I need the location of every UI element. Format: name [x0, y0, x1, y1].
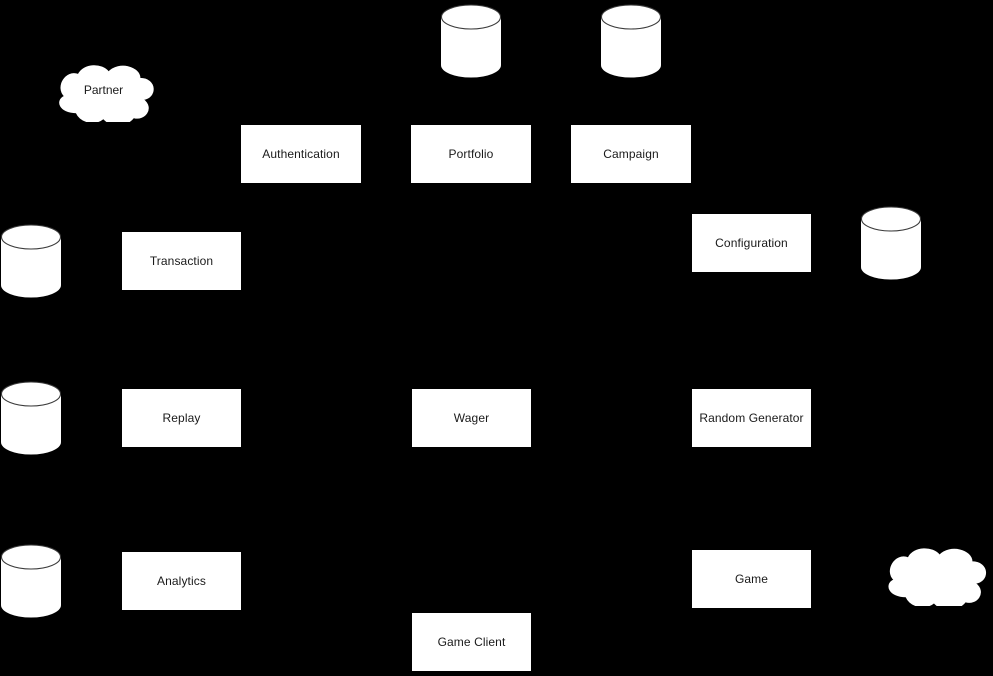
database-cylinder-icon	[0, 224, 62, 298]
node-analytics-label: Analytics	[157, 574, 206, 588]
node-game-client-label: Game Client	[437, 635, 506, 649]
cloud-icon	[59, 65, 154, 122]
node-game[interactable]: Game	[692, 550, 811, 608]
node-db-transaction[interactable]	[0, 222, 62, 300]
node-game-label: Game	[734, 572, 769, 586]
node-configuration[interactable]: Configuration	[692, 214, 811, 272]
node-portfolio[interactable]: Portfolio	[411, 125, 531, 183]
node-partner-label: Partner	[83, 83, 124, 97]
node-campaign[interactable]: Campaign	[571, 125, 691, 183]
node-db-portfolio[interactable]	[440, 2, 502, 80]
database-cylinder-icon	[0, 544, 62, 618]
node-configuration-label: Configuration	[715, 236, 788, 250]
node-transaction-label: Transaction	[149, 254, 214, 268]
node-transaction[interactable]: Transaction	[122, 232, 241, 290]
node-db-analytics[interactable]	[0, 542, 62, 620]
node-campaign-label: Campaign	[603, 147, 659, 161]
node-portfolio-label: Portfolio	[448, 147, 494, 161]
node-wager-label: Wager	[453, 411, 490, 425]
node-player-cloud[interactable]	[879, 543, 993, 606]
node-analytics[interactable]: Analytics	[122, 552, 241, 610]
database-cylinder-icon	[0, 381, 62, 455]
node-db-campaign[interactable]	[600, 2, 662, 80]
node-replay-label: Replay	[162, 411, 201, 425]
node-game-client[interactable]: Game Client	[412, 613, 531, 671]
node-random-generator[interactable]: Random Generator	[692, 389, 811, 447]
cloud-icon	[888, 548, 987, 606]
node-wager[interactable]: Wager	[412, 389, 531, 447]
node-replay[interactable]: Replay	[122, 389, 241, 447]
node-random-generator-label: Random Generator	[699, 411, 804, 425]
node-authentication[interactable]: Authentication	[241, 125, 361, 183]
database-cylinder-icon	[600, 4, 662, 78]
node-db-replay[interactable]	[0, 379, 62, 457]
database-cylinder-icon	[860, 206, 922, 280]
node-partner[interactable]: Partner	[50, 60, 157, 122]
edge-game-player-cloud	[810, 573, 880, 580]
node-db-configuration[interactable]	[860, 204, 922, 282]
edge-partner-authentication	[102, 122, 241, 155]
node-authentication-label: Authentication	[262, 147, 340, 161]
database-cylinder-icon	[440, 4, 502, 78]
